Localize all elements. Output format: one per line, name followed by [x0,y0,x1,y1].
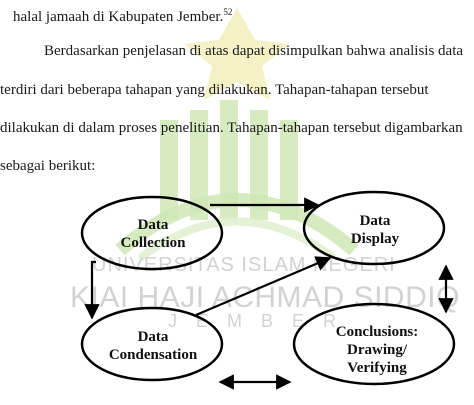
label-conclusions-text: Conclusions: Drawing/ Verifying [335,324,419,376]
arrow-condensation-to-display [195,256,332,317]
text-line-3: terdiri dari beberapa tahapan yang dilak… [0,82,429,98]
text-line-2: Berdasarkan penjelasan di atas dapat dis… [44,43,464,59]
label-data-condensation: Data Condensation [88,328,218,364]
node-conclusions [292,302,456,386]
footnote-ref: 52 [223,7,233,17]
label-data-display: Data Display [305,212,445,248]
label-data-collection: Data Collection [88,216,218,252]
node-data-display [302,190,446,266]
label-data-condensation-text: Data Condensation [108,329,198,363]
text-line-4: dilakukan di dalam proses penelitian. Ta… [0,120,463,136]
text-line-1: halal jamaah di Kabupaten Jember.52 [13,2,232,27]
node-data-collection [80,195,224,271]
label-data-display-text: Data Display [350,213,400,247]
label-data-collection-text: Data Collection [120,217,186,251]
node-data-condensation [80,306,224,382]
label-conclusions: Conclusions: Drawing/ Verifying [302,323,452,377]
arrow-collection-to-condensation [84,260,100,320]
text-line-1-content: halal jamaah di Kabupaten Jember. [13,9,224,25]
watermark-line-3: JEMBER [168,311,356,331]
text-line-5: sebagai berikut: [0,158,96,174]
